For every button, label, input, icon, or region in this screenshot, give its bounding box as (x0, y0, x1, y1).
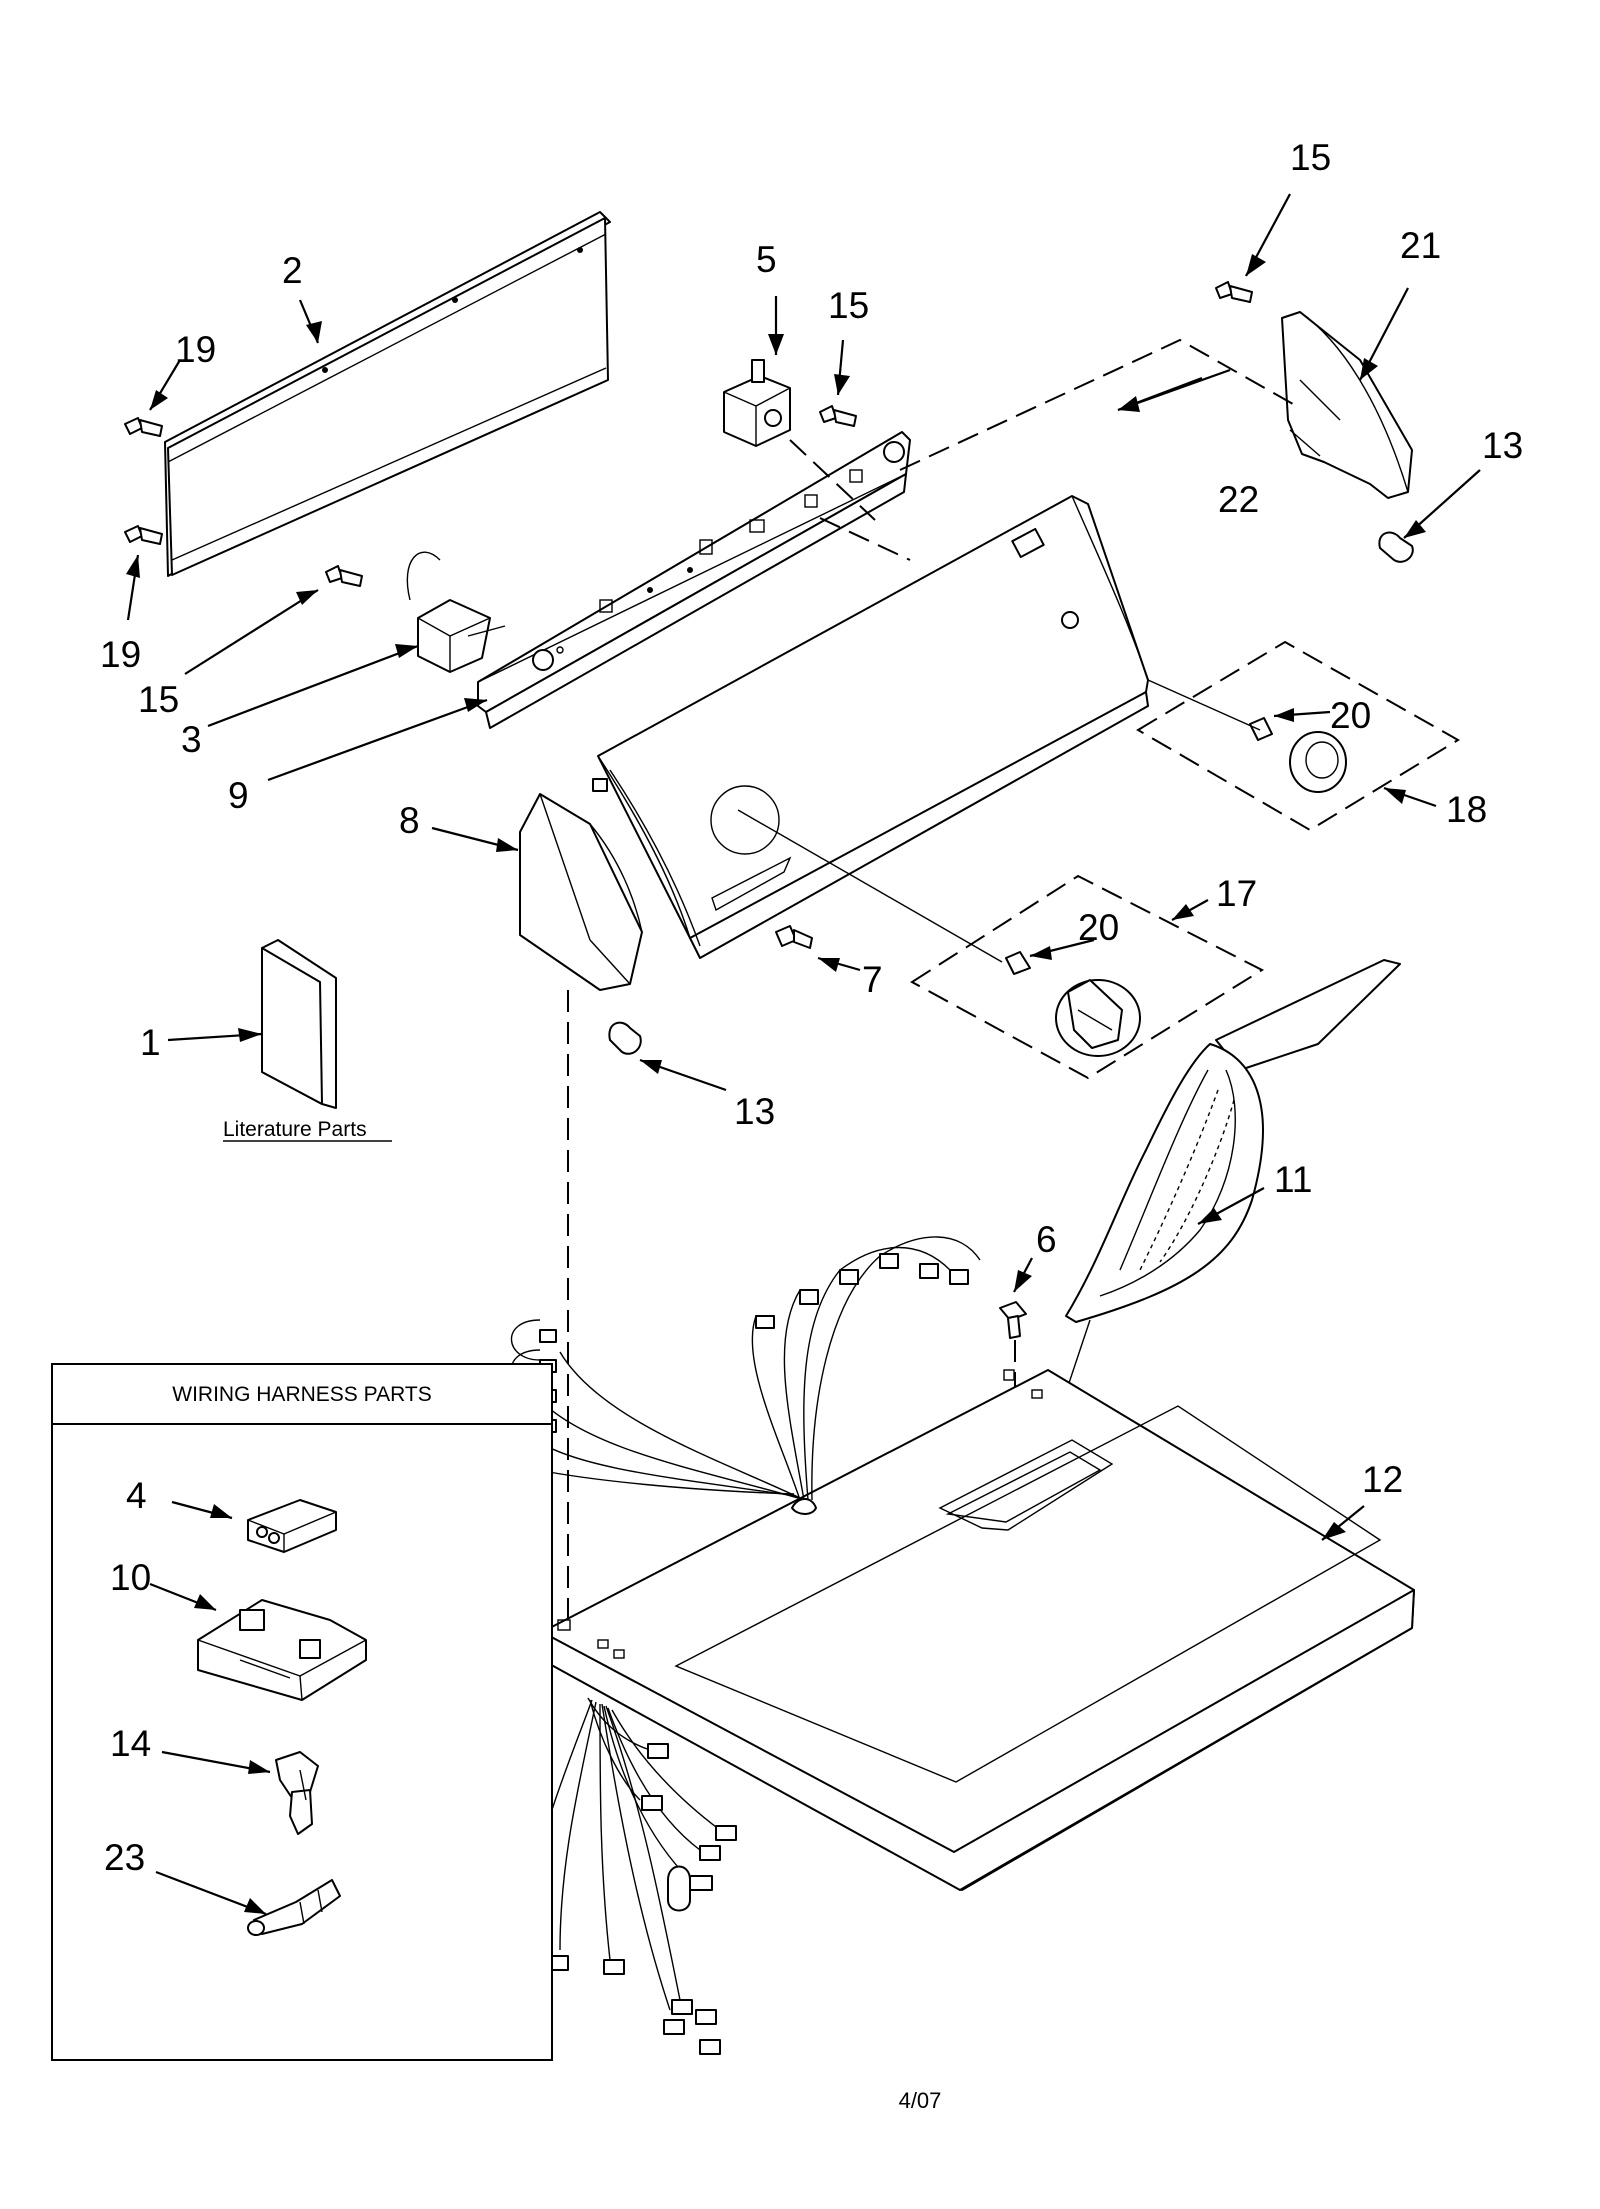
literature-part (261, 939, 337, 1109)
callout-17: 17 (1216, 873, 1257, 914)
callout-7: 7 (862, 959, 883, 1000)
callout-15-mid: 15 (828, 285, 869, 326)
terminal-23-part (247, 1879, 341, 1936)
callout-20-left: 20 (1078, 907, 1119, 948)
control-bracket-part (477, 431, 911, 729)
right-end-cap-part (1281, 311, 1413, 499)
callout-22: 22 (1218, 479, 1259, 520)
connector-4-part (247, 1499, 337, 1553)
selector-part (406, 551, 506, 673)
clip-14-part (275, 1751, 319, 1835)
callout-6: 6 (1036, 1219, 1057, 1260)
knob-left-part (1005, 951, 1141, 1057)
wiring-box-title: WIRING HARNESS PARTS (172, 1383, 431, 1406)
callout-11: 11 (1274, 1159, 1312, 1200)
lint-screen-part (1065, 959, 1401, 1323)
callout-3: 3 (181, 719, 202, 760)
callout-21: 21 (1400, 225, 1441, 266)
screw-part (124, 417, 163, 545)
callout-12: 12 (1362, 1459, 1403, 1500)
callout-13-top: 13 (1482, 425, 1523, 466)
connector-10-part (197, 1599, 367, 1701)
callout-1: 1 (140, 1022, 161, 1063)
callout-20-right: 20 (1330, 695, 1371, 736)
callout-14: 14 (110, 1723, 151, 1764)
callout-13-bottom: 13 (734, 1091, 775, 1132)
callout-23: 23 (104, 1837, 145, 1878)
callout-5: 5 (756, 239, 777, 280)
footer-date: 4/07 (899, 2088, 942, 2113)
callout-15-left: 15 (138, 679, 179, 720)
knob-right-part (1249, 717, 1347, 793)
callout-19-bottom: 19 (100, 634, 141, 675)
callout-8: 8 (399, 800, 420, 841)
literature-parts-label: Literature Parts (223, 1118, 367, 1141)
end-cap-part (519, 793, 643, 991)
callout-4: 4 (126, 1475, 147, 1516)
switch-part (723, 359, 791, 447)
callout-2: 2 (282, 250, 303, 291)
wiring-harness-parts-box (51, 1363, 553, 2061)
callout-15-top: 15 (1290, 137, 1331, 178)
callout-10: 10 (110, 1557, 151, 1598)
lower-harness-part (519, 1697, 737, 2055)
dryer-top-part (541, 1369, 1415, 1891)
callout-19-top: 19 (175, 329, 216, 370)
callout-18: 18 (1446, 789, 1487, 830)
console-part (592, 495, 1149, 959)
rear-panel-part (164, 211, 611, 577)
callout-9: 9 (228, 775, 249, 816)
